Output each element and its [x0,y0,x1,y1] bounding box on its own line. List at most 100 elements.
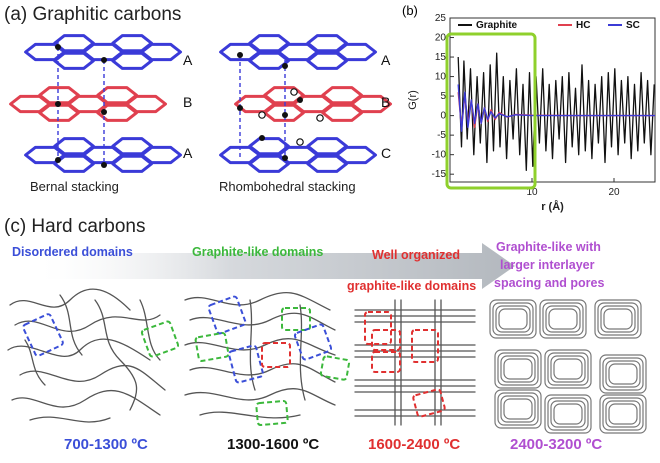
bernal-layer-a-bottom [24,137,182,173]
rhombo-layer-1: A [381,52,391,68]
pore-shell [605,360,641,388]
series-line-sc [457,84,655,132]
atom-marker [282,112,288,118]
disordered-sheet [19,364,166,391]
graphite-like-domain-box [140,320,180,358]
mixed-sheet [199,411,301,419]
pore-shell [547,397,589,431]
atom-marker [55,44,61,50]
atom-marker [237,52,243,58]
y-tick-label: 20 [435,33,447,44]
mixed-sheet [249,299,256,391]
rhombo-caption: Rhombohedral stacking [219,179,356,194]
pore-shell [497,392,539,426]
well-organized-domain-box [411,329,439,363]
y-tick-label: -15 [432,169,447,180]
pore-shell [547,352,589,386]
temp-1300-1600: 1300-1600 ºC [227,436,320,453]
bernal-layer-1: A [183,52,193,68]
domain-label-graphite-like: Graphite-like domains [192,245,324,259]
pore-shell [503,398,533,420]
pore-shell [498,308,528,330]
graphite-like-domain-box [255,399,289,427]
atom-open-marker [316,114,324,122]
disordered-sheet [14,314,161,332]
mixed-sheet [189,363,336,383]
pore-shell [489,299,537,339]
atom-marker [55,101,61,107]
disordered-domain-box [207,295,247,335]
disordered-sheet [94,299,138,411]
disordered-sheet [59,294,83,356]
pore-shell [597,302,639,336]
pore-shell [603,308,633,330]
pore-shell [548,308,578,330]
pore-shell [497,352,539,386]
pore-shell [494,389,542,429]
temp-700-1300: 700-1300 ºC [64,436,148,453]
bernal-layer-b-hexagon [125,94,167,114]
rhombo-layer-a-hexagon [335,42,377,62]
atom-marker [259,135,265,141]
x-tick-label: 20 [608,187,620,198]
mixed-sheet [184,388,336,406]
bernal-layer-a-top [24,34,182,70]
legend-label-hc: HC [576,20,590,31]
pore-shell [602,357,644,391]
pore-shell [539,299,587,339]
legend-label-sc: SC [626,20,640,31]
domain-label-porous-3: spacing and pores [494,276,605,290]
bernal-layer-a-bottom-hexagon [140,145,182,165]
highlight-box [445,32,537,190]
panel-c-title: (c) Hard carbons [4,216,146,237]
x-axis-label: r (Å) [541,200,564,213]
rhombo-layer-c-hexagon [335,145,377,165]
chart-frame [449,17,656,183]
atom-open-marker [290,88,298,96]
bernal-layer-b [9,86,167,122]
well-organized-domain-box [412,388,446,418]
atom-marker [101,162,107,168]
disordered-sheet [24,339,46,386]
pore-shell [553,403,583,425]
pore-shell [492,302,534,336]
pore-shell [608,363,638,385]
pore-shell [550,355,586,383]
pore-shell [544,394,592,434]
rhombo-layer-2: B [381,94,391,110]
atom-marker [297,97,303,103]
y-axis-label: G(r) [407,90,419,110]
disordered-domain-box [293,323,333,361]
pore-shell [605,400,641,428]
well-organized-domain-box [371,329,401,351]
panel-a-title: (a) Graphitic carbons [4,4,182,25]
temp-1600-2400: 1600-2400 ºC [368,436,461,453]
atom-marker [101,109,107,115]
pore-shell [599,394,647,434]
graphite-like-domain-box [281,307,311,331]
mixed-sheet [184,338,336,356]
y-tick-label: 25 [435,13,447,24]
pore-shell [544,349,592,389]
disordered-sheet [139,299,161,361]
bernal-layer-2: B [183,94,193,110]
bernal-caption: Bernal stacking [30,179,119,194]
domain-label-well-organized: Well organized [372,248,460,262]
pore-shell [503,358,533,380]
graphite-stacking-diagram [9,34,392,173]
atom-marker [237,105,243,111]
rhombo-layer-3: C [381,145,392,161]
atom-marker [55,157,61,163]
legend-label-graphite: Graphite [476,20,518,31]
domain-label-well-organized-2: graphite-like domains [347,279,477,293]
pore-shell [600,305,636,333]
atom-marker [101,57,107,63]
atom-open-marker [296,138,304,146]
rhombo-layer-a [219,34,377,70]
pore-shell [542,302,584,336]
well-organized-domain-box [371,351,401,373]
rhombo-layer-b-hexagon [350,94,392,114]
